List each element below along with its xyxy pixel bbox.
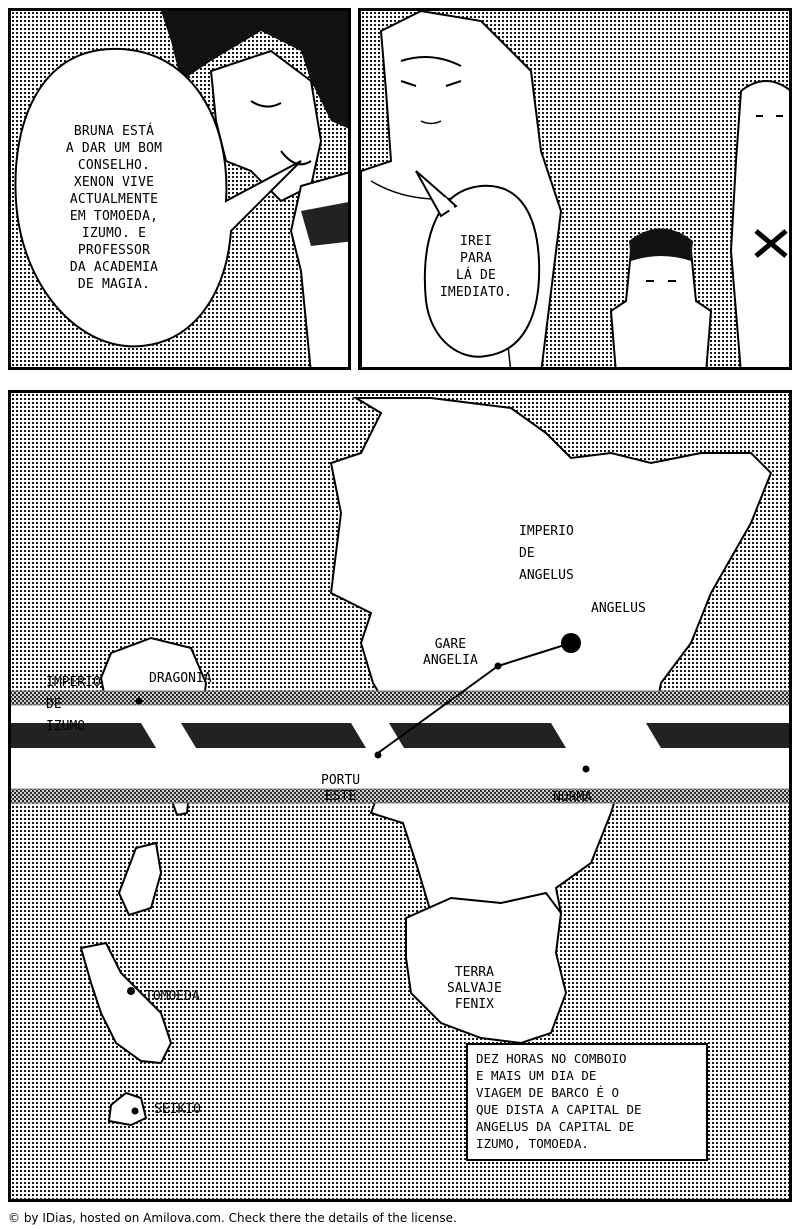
speech-bubble-2 [423,184,541,358]
tomoeda-island [79,941,173,1065]
place-label-norma: NORMA [553,790,593,805]
license-credit: © by IDias, hosted on Amilova.com. Check… [8,1211,457,1225]
panel-1-artwork [14,11,348,367]
place-label-angelus: ANGELUS [591,601,646,616]
norma-marker [582,765,590,773]
region-label-angelus: IMPERIO DE ANGELUS [519,524,574,583]
place-label-seikio: SEIKIO [154,1102,201,1117]
speech-text-1: BRUNA ESTÁ A DAR UM BOM CONSELHO. XENON … [65,124,163,292]
comic-panel-1: BRUNA ESTÁ A DAR UM BOM CONSELHO. XENON … [8,8,351,370]
place-label-gare-angelia: GARE ANGELIA [423,637,478,668]
speech-text-2: IREI PARA LÁ DE IMEDIATO. [439,234,513,300]
seikio-marker [131,1107,139,1115]
dragonia-marker [135,697,143,705]
place-label-tomoeda: TOMOEDA [145,989,200,1004]
region-label-izumo: IMPERIO DE IZUMO [46,675,101,734]
gare-angelia-marker [494,662,502,670]
panel-2-artwork [361,11,789,367]
terra-salvaje-landmass [405,891,568,1045]
place-label-dragonia: DRAGONIA [149,671,212,686]
narration-caption: DEZ HORAS NO COMBOIO E MAIS UM DIA DE VI… [466,1043,708,1161]
angelus-continent [329,397,773,935]
portu-este-marker [374,751,382,759]
comic-panel-2: IREI PARA LÁ DE IMEDIATO. [358,8,792,370]
place-label-portu-este: PORTU ESTE [321,773,361,804]
map-panel: IMPERIO DE ANGELUS IMPERIO DE IZUMO ANGE… [8,390,792,1202]
place-label-terra-salvaje: TERRA SALVAJE FENIX [447,965,502,1012]
tomoeda-marker [127,987,135,995]
speech-bubble-1 [14,47,302,348]
angelus-capital-marker [561,633,581,653]
world-map [11,397,789,1127]
